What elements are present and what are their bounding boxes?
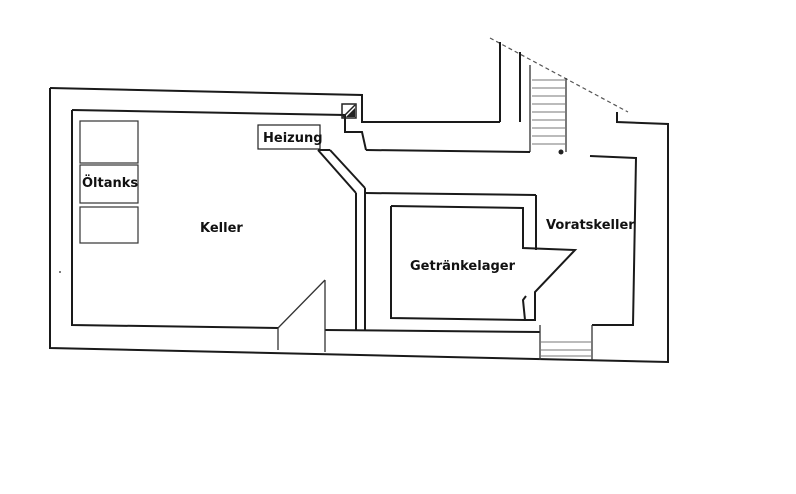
staircase xyxy=(532,79,566,155)
getraenkelager-room xyxy=(390,205,578,321)
stair-section-outline xyxy=(489,37,629,152)
label-voratskeller: Voratskeller xyxy=(546,218,635,233)
heizung-label-box xyxy=(257,124,321,150)
oil-tank-1 xyxy=(79,120,139,164)
oil-tank-3 xyxy=(79,206,139,244)
keller-door xyxy=(277,279,326,352)
label-heizung: Heizung xyxy=(263,131,323,146)
bottom-steps xyxy=(539,325,593,360)
chimney-icon xyxy=(341,103,357,119)
label-oeltanks: Öltanks xyxy=(82,175,138,191)
oil-tank-2 xyxy=(79,164,139,204)
keller-inner-wall xyxy=(317,149,537,330)
label-getraenkelager: Getränkelager xyxy=(410,259,516,274)
label-keller: Keller xyxy=(200,221,243,236)
oil-tanks xyxy=(79,120,139,244)
outer-wall xyxy=(49,87,669,364)
